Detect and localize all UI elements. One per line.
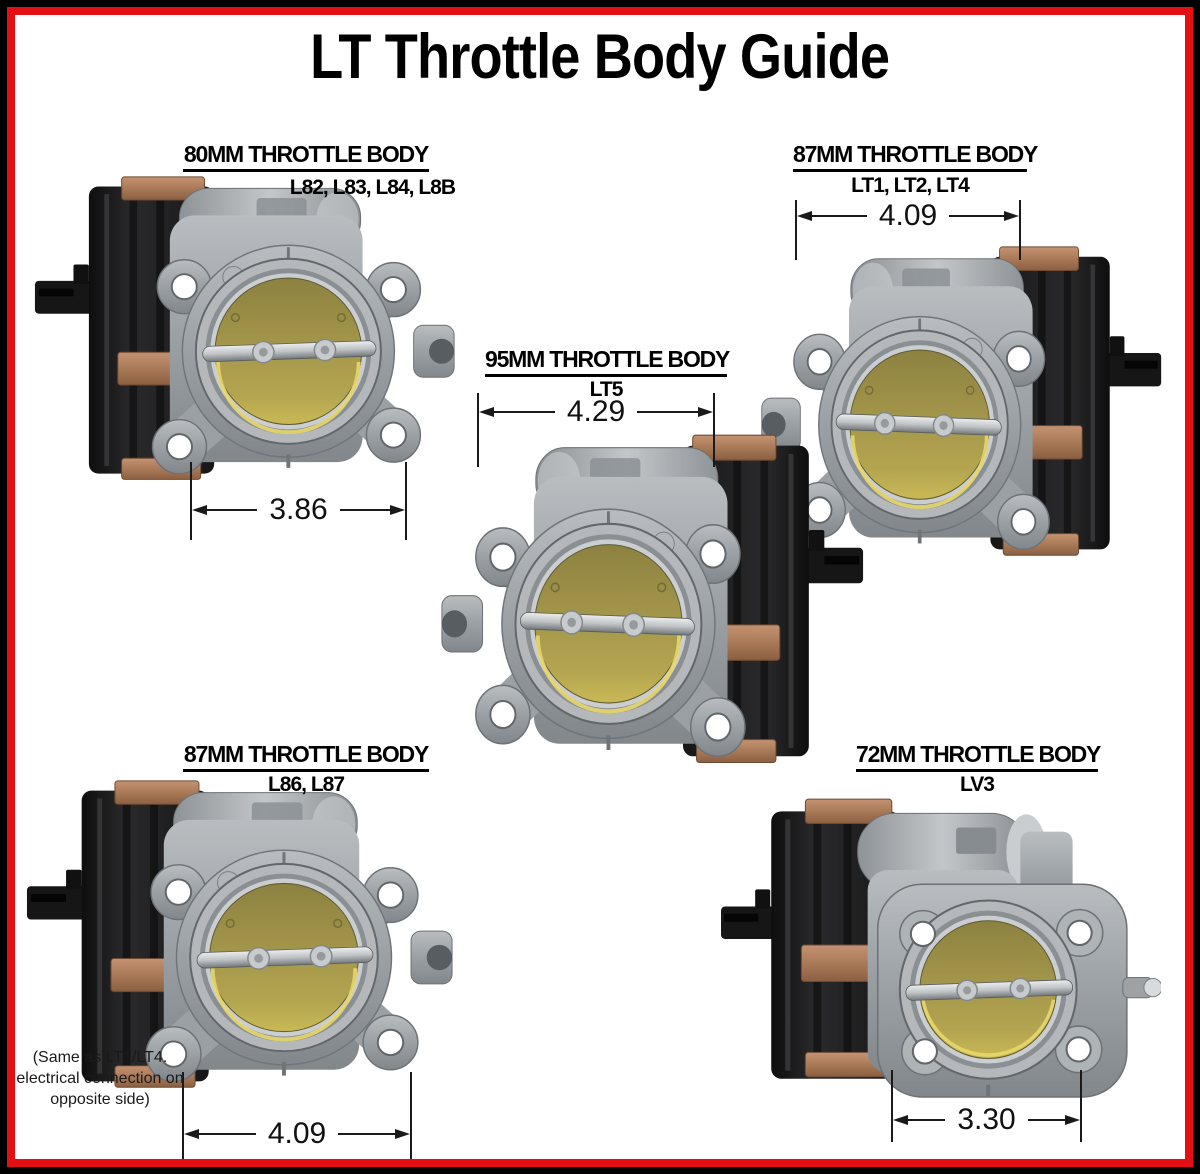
label-engines-87mm-lt1: LT1, LT2, LT4 xyxy=(851,174,970,197)
label-title-72mm-lv3: 72MM THROTTLE BODY xyxy=(856,741,1101,772)
extension-line-right xyxy=(1080,1070,1082,1142)
dim-arrow-left xyxy=(479,407,494,417)
dimension-87mm-l86: 4.09 xyxy=(182,1072,412,1167)
dim-arrow-right xyxy=(1065,1115,1081,1125)
extension-line-right xyxy=(1019,200,1021,260)
label-title-95mm-lt5: 95MM THROTTLE BODY xyxy=(485,346,730,377)
extension-line-left xyxy=(190,462,192,540)
label-72mm-lv3: 72MM THROTTLE BODY xyxy=(856,741,1101,772)
label-title-87mm-lt1: 87MM THROTTLE BODY xyxy=(793,141,1038,172)
extension-line-right xyxy=(405,462,407,540)
dimension-value-72mm-lv3: 3.30 xyxy=(957,1103,1016,1136)
extension-line-left xyxy=(477,393,479,467)
page-title-text: LT Throttle Body Guide xyxy=(310,22,890,92)
page-title: LT Throttle Body Guide xyxy=(7,21,1193,93)
label-95mm-lt5: 95MM THROTTLE BODY xyxy=(485,346,730,377)
dimension-72mm-lv3: 3.30 xyxy=(891,1070,1082,1142)
dim-arrow-right xyxy=(1004,211,1020,221)
label-engines-95mm-lt5: LT5 xyxy=(589,378,624,401)
label-87mm-lt1: 87MM THROTTLE BODY xyxy=(793,141,1038,172)
dimension-95mm-lt5: 4.29 xyxy=(477,393,715,467)
label-title-80mm: 80MM THROTTLE BODY xyxy=(183,141,429,172)
extension-line-left xyxy=(795,200,797,260)
label-engines-72mm-lv3: LV3 xyxy=(960,773,995,796)
dimension-value-87mm-lt1: 4.09 xyxy=(878,199,938,232)
label-87mm-l86: 87MM THROTTLE BODY xyxy=(183,741,429,772)
extension-line-right xyxy=(713,393,715,467)
dim-arrow-right xyxy=(390,505,406,515)
dim-arrow-right xyxy=(698,407,714,417)
extension-line-right xyxy=(410,1072,412,1167)
extension-line-left xyxy=(891,1070,893,1142)
dimension-80mm: 3.86 xyxy=(190,462,407,540)
label-title-87mm-l86: 87MM THROTTLE BODY xyxy=(183,741,429,772)
throttle-body-illustration-72mm-lv3 xyxy=(719,797,1161,1099)
dimension-value-80mm: 3.86 xyxy=(269,493,328,526)
extension-line-left xyxy=(182,1072,184,1167)
throttle-body-illustration-95mm-lt5 xyxy=(439,431,865,775)
throttle-body-illustration-80mm xyxy=(33,173,457,491)
label-80mm: 80MM THROTTLE BODY xyxy=(183,141,429,172)
dim-arrow-left xyxy=(797,211,812,221)
label-engines-80mm: L82, L83, L84, L8B xyxy=(289,176,456,199)
dimension-value-87mm-l86: 4.09 xyxy=(267,1117,327,1150)
note-87mm-l86: (Same as LT1/LT4. electrical connection … xyxy=(16,1049,184,1109)
dim-arrow-left xyxy=(192,505,207,515)
dim-arrow-left xyxy=(184,1129,199,1139)
label-engines-87mm-l86: L86, L87 xyxy=(267,773,345,796)
dim-arrow-left xyxy=(893,1115,908,1125)
dim-arrow-right xyxy=(395,1129,411,1139)
dimension-87mm-lt1: 4.09 xyxy=(795,200,1021,260)
dimension-value-95mm-lt5: 4.29 xyxy=(566,395,626,428)
